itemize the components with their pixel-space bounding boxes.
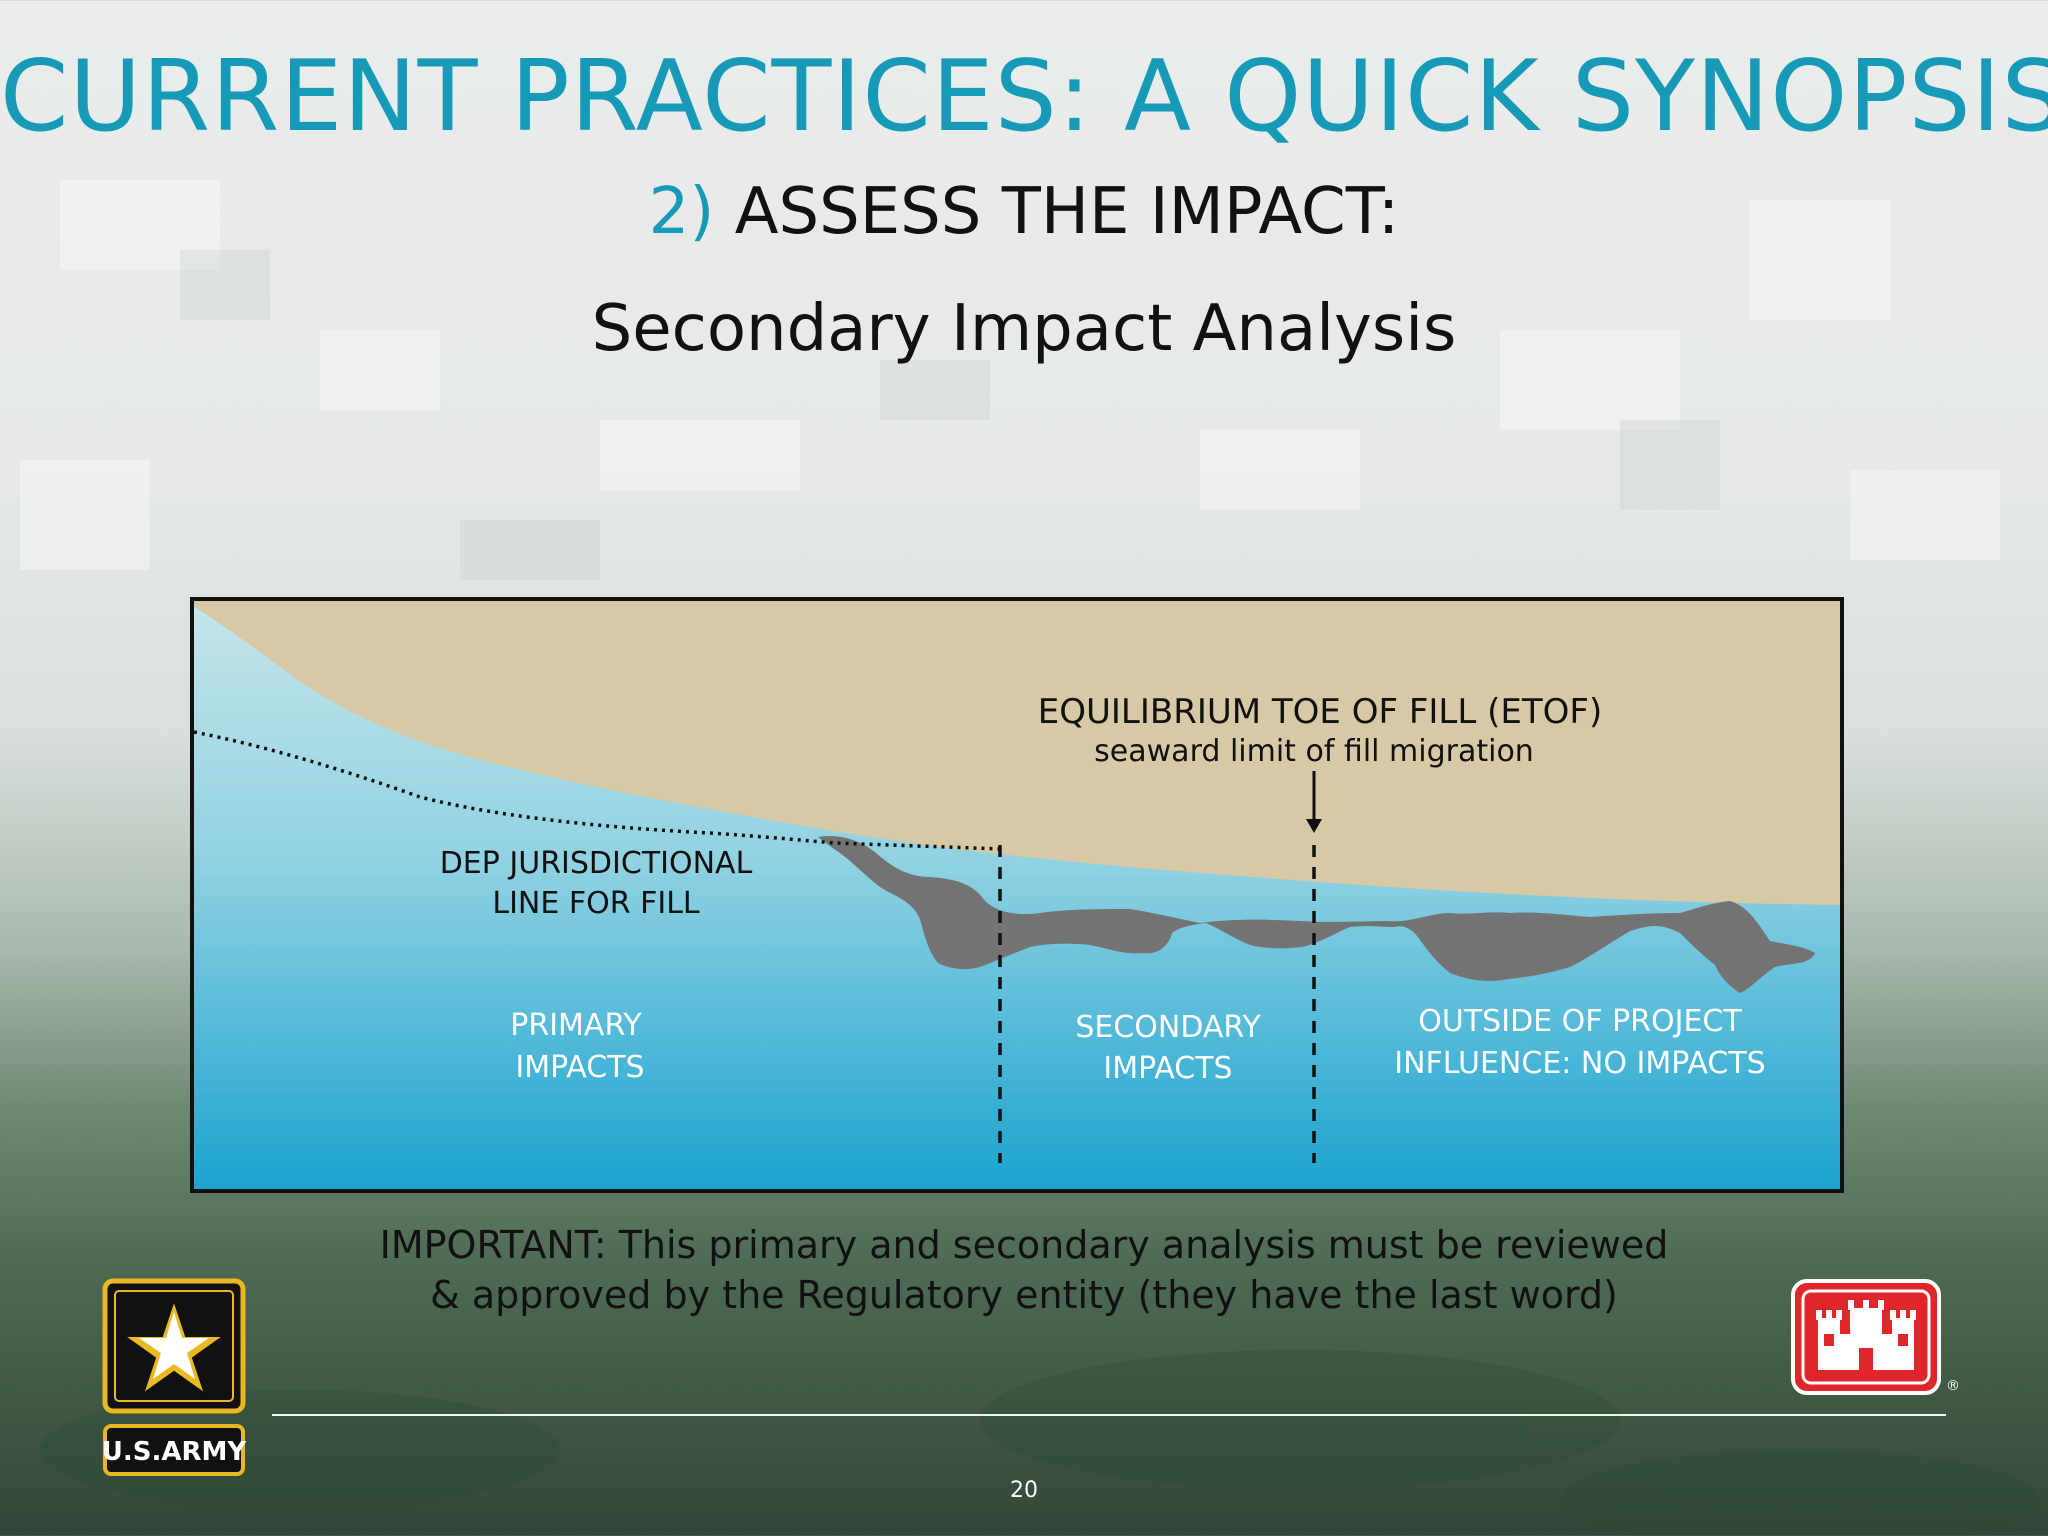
- impact-diagram: EQUILIBRIUM TOE OF FILL (ETOF) seaward l…: [190, 597, 1844, 1193]
- important-note-line1: IMPORTANT: This primary and secondary an…: [379, 1223, 1669, 1267]
- secondary-impacts-line2: IMPACTS: [1103, 1051, 1232, 1086]
- sand-beach: [192, 599, 1842, 905]
- step-heading: 2) ASSESS THE IMPACT:: [0, 175, 2048, 249]
- dep-label-line2: LINE FOR FILL: [492, 886, 700, 921]
- primary-impacts-line1: PRIMARY: [510, 1008, 642, 1043]
- slide-title: CURRENT PRACTICES: A QUICK SYNOPSIS: [0, 40, 2048, 154]
- corps-castle-logo: [1791, 1279, 1941, 1395]
- step-text: ASSESS THE IMPACT:: [734, 175, 1400, 249]
- primary-impacts-line2: IMPACTS: [515, 1050, 644, 1085]
- important-note: IMPORTANT: This primary and secondary an…: [0, 1220, 2048, 1320]
- outside-influence-line1: OUTSIDE OF PROJECT: [1418, 1004, 1742, 1039]
- etof-arrow-icon: [1306, 819, 1322, 833]
- footer-divider: [272, 1414, 1946, 1416]
- secondary-impacts-line1: SECONDARY: [1075, 1010, 1261, 1045]
- dep-jurisdictional-line: [193, 730, 1003, 851]
- important-note-line2: & approved by the Regulatory entity (the…: [430, 1273, 1618, 1317]
- step-number: 2): [648, 175, 715, 249]
- reef-hardbottom: [818, 835, 1815, 993]
- registered-mark: ®: [1946, 1378, 1960, 1394]
- page-number: 20: [1010, 1478, 1038, 1503]
- dep-label-line1: DEP JURISDICTIONAL: [440, 846, 753, 881]
- us-army-logo: U.S.ARMY: [102, 1278, 247, 1476]
- etof-title: EQUILIBRIUM TOE OF FILL (ETOF): [1038, 692, 1602, 732]
- us-army-logo-text: U.S.ARMY: [102, 1437, 247, 1467]
- slide-subtitle: Secondary Impact Analysis: [591, 292, 1457, 366]
- etof-subtitle: seaward limit of fill migration: [1094, 734, 1534, 769]
- outside-influence-line2: INFLUENCE: NO IMPACTS: [1394, 1046, 1765, 1081]
- diagram-frame: [190, 597, 1844, 1193]
